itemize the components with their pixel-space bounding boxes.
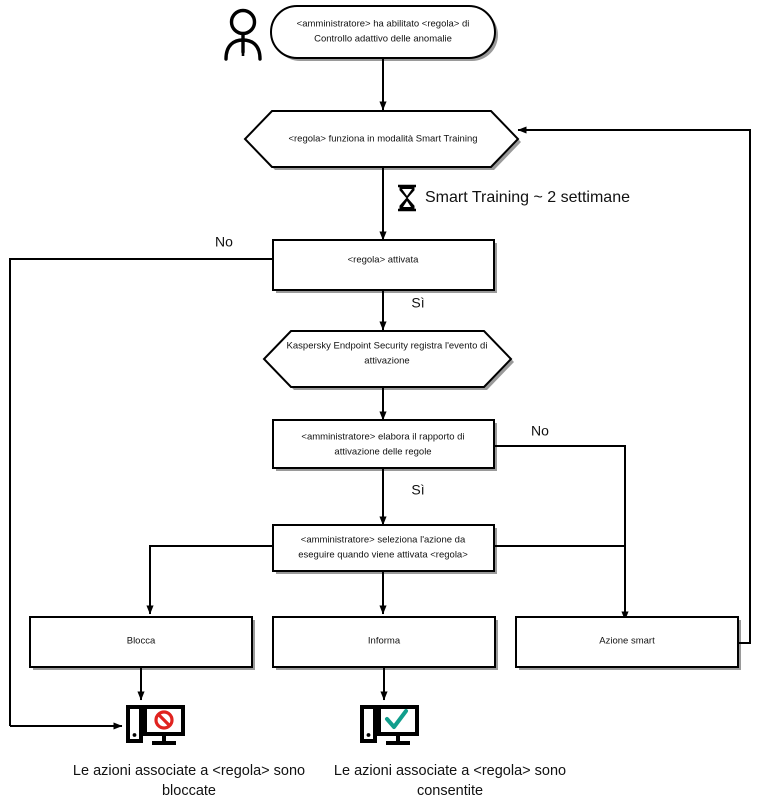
node-start-line2: Controllo adattivo delle anomalie: [314, 34, 452, 45]
node-admin-select-line1: <amministratore> seleziona l'azione da: [301, 535, 466, 546]
edge-label-report-no: No: [531, 423, 549, 439]
monitor-allowed-icon: [360, 705, 419, 745]
edge-label-activated-no: No: [215, 234, 233, 250]
node-event-logged-line1: Kaspersky Endpoint Security registra l'e…: [287, 341, 488, 352]
node-admin-report: <amministratore> elabora il rapporto di …: [272, 419, 497, 471]
edge-report-no: [494, 445, 629, 621]
edge-select-to-block: [146, 545, 273, 615]
node-start-line1: <amministratore> ha abilitato <regola> d…: [297, 19, 470, 30]
node-action-inform-label: Informa: [368, 636, 401, 647]
node-action-block-label: Blocca: [127, 636, 156, 647]
outcome-blocked-line2: bloccate: [162, 783, 216, 799]
node-admin-select: <amministratore> seleziona l'azione da e…: [272, 524, 497, 574]
note-training-duration: Smart Training ~ 2 settimane: [425, 189, 630, 206]
node-action-inform: Informa: [272, 616, 498, 670]
outcome-allowed-line1: Le azioni associate a <regola> sono: [334, 763, 566, 779]
outcome-allowed-line2: consentite: [417, 783, 483, 799]
edge-label-report-yes: Sì: [411, 482, 424, 498]
person-icon: [224, 8, 262, 61]
node-rule-activated: <regola> attivata: [272, 239, 497, 293]
outcome-blocked-line1: Le azioni associate a <regola> sono: [73, 763, 305, 779]
node-rule-activated-label: <regola> attivata: [348, 255, 419, 266]
node-event-logged: Kaspersky Endpoint Security registra l'e…: [262, 330, 514, 390]
node-action-smart: Azione smart: [515, 616, 741, 670]
node-smart-training: <regola> funziona in modalità Smart Trai…: [243, 110, 521, 170]
node-start: <amministratore> ha abilitato <regola> d…: [270, 5, 498, 61]
node-action-block: Blocca: [29, 616, 255, 670]
node-admin-report-line1: <amministratore> elabora il rapporto di: [301, 432, 464, 443]
node-admin-select-line2: eseguire quando viene attivata <regola>: [298, 550, 468, 561]
node-action-smart-label: Azione smart: [599, 636, 655, 647]
edge-label-activated-yes: Sì: [411, 295, 424, 311]
monitor-denied-icon: [126, 705, 185, 745]
node-smart-training-label: <regola> funziona in modalità Smart Trai…: [288, 134, 477, 145]
node-admin-report-line2: attivazione delle regole: [334, 447, 431, 458]
hourglass-icon: [398, 184, 416, 212]
node-event-logged-line2: attivazione: [364, 356, 409, 367]
edge-smart-loopback-path: [524, 129, 751, 644]
edge-activated-no-path: [9, 258, 273, 726]
